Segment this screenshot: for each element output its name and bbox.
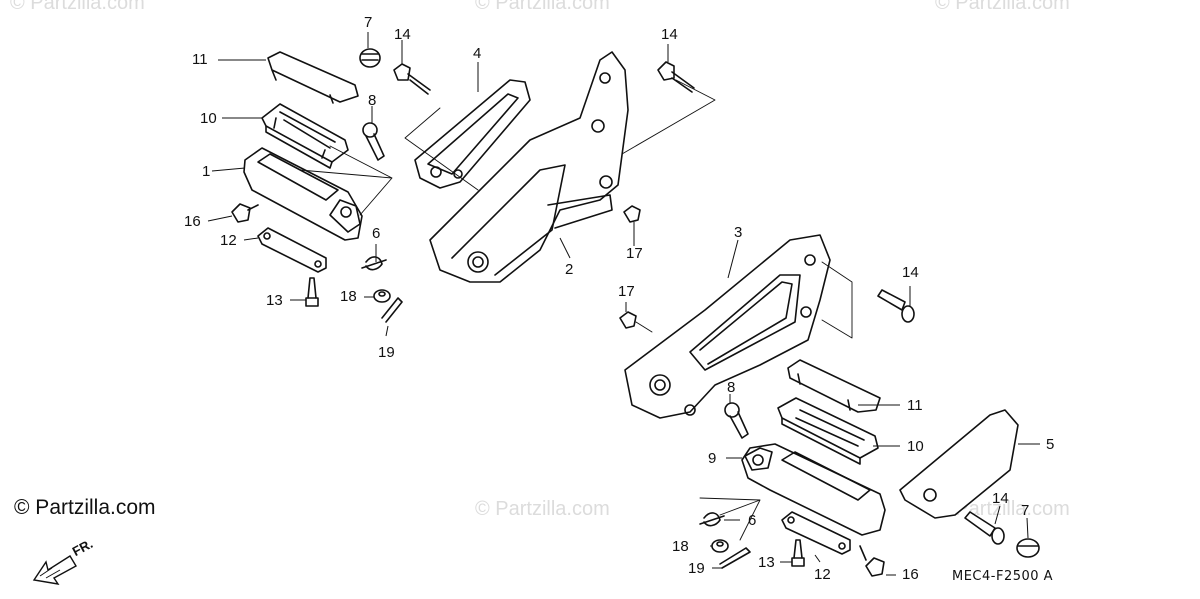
spring-6-right [699, 512, 725, 527]
callout-13-right: 13 [758, 554, 775, 571]
cotter-pin-19-left [381, 297, 403, 323]
bracket-right [624, 234, 831, 419]
callout-18-left: 18 [340, 288, 357, 305]
heel-guard-left [414, 79, 531, 189]
cap-7-left [359, 48, 381, 68]
callout-19-right: 19 [688, 560, 705, 577]
callout-7-left: 7 [364, 14, 373, 31]
bolt-14-right [877, 289, 915, 323]
rubber-cover-left [267, 51, 359, 104]
callout-leaders [207, 32, 1040, 576]
rubber-cover-right [787, 359, 881, 413]
footpeg-right [741, 443, 886, 536]
callout-14-b: 14 [661, 26, 678, 43]
callout-7-right: 7 [1021, 502, 1030, 519]
callout-8-left: 8 [368, 92, 377, 109]
diagram-code: MEC4-F2500 A [952, 569, 1054, 584]
leader-bracket-right [821, 261, 853, 339]
callout-10-right: 10 [907, 438, 924, 455]
bracket-left [429, 51, 629, 283]
cap-7-right [1016, 538, 1040, 558]
callout-13-left: 13 [266, 292, 283, 309]
spring-6-left [361, 256, 387, 271]
bolt-14-top-left [393, 63, 431, 95]
bracket-plate-left [257, 227, 327, 273]
bolt-16-left [231, 203, 259, 223]
callout-17-lower: 17 [618, 283, 635, 300]
leader-lines-left [299, 145, 393, 216]
bracket-plate-right [781, 511, 851, 555]
bolt-13-left [305, 277, 319, 307]
pivot-pin-right [724, 402, 749, 439]
callout-17-upper: 17 [626, 245, 643, 262]
callout-14-c: 14 [902, 264, 919, 281]
footpeg-left [243, 147, 363, 241]
front-arrow-icon [32, 555, 77, 585]
watermark-top-left: © Partzilla.com [10, 0, 145, 14]
callout-6-right: 6 [748, 512, 757, 529]
leader-bracket-bolts [621, 79, 716, 155]
bolt-13-right [791, 539, 805, 567]
bolt-14-top-right [657, 61, 695, 93]
watermark-bottom-center: © Partzilla.com [475, 498, 610, 520]
step-rubber-left [261, 103, 349, 169]
callout-10-left: 10 [200, 110, 217, 127]
callout-4: 4 [473, 45, 482, 62]
callout-1: 1 [202, 163, 211, 180]
bolt-17-lower [619, 311, 637, 329]
callout-5: 5 [1046, 436, 1055, 453]
heel-guard-right [899, 409, 1019, 519]
bolt-14-bottom-right [964, 511, 1005, 545]
step-rubber-right [777, 397, 879, 465]
callout-6-left: 6 [372, 225, 381, 242]
callout-12-right: 12 [814, 566, 831, 583]
callout-16-left: 16 [184, 213, 201, 230]
pivot-pin-left [362, 122, 385, 161]
callout-9: 9 [708, 450, 717, 467]
callout-3: 3 [734, 224, 743, 241]
callout-2: 2 [565, 261, 574, 278]
callout-12-left: 12 [220, 232, 237, 249]
bolt-16-right [859, 545, 885, 577]
callout-11-right: 11 [907, 397, 923, 414]
bolt-17-upper [623, 205, 641, 223]
callout-14-d: 14 [992, 490, 1009, 507]
callout-19-left: 19 [378, 344, 395, 361]
leader-heel-guard [404, 107, 479, 191]
callout-16-right: 16 [902, 566, 919, 583]
leader-lines-right [699, 497, 761, 541]
watermark-top-right: © Partzilla.com [935, 0, 1070, 14]
cotter-pin-19-right [719, 547, 751, 569]
copyright-text: © Partzilla.com [14, 496, 156, 519]
watermark-top-center: © Partzilla.com [475, 0, 610, 14]
callout-8-right: 8 [727, 379, 736, 396]
callout-14-a: 14 [394, 26, 411, 43]
callout-18-right: 18 [672, 538, 689, 555]
callout-11-left: 11 [192, 51, 208, 68]
